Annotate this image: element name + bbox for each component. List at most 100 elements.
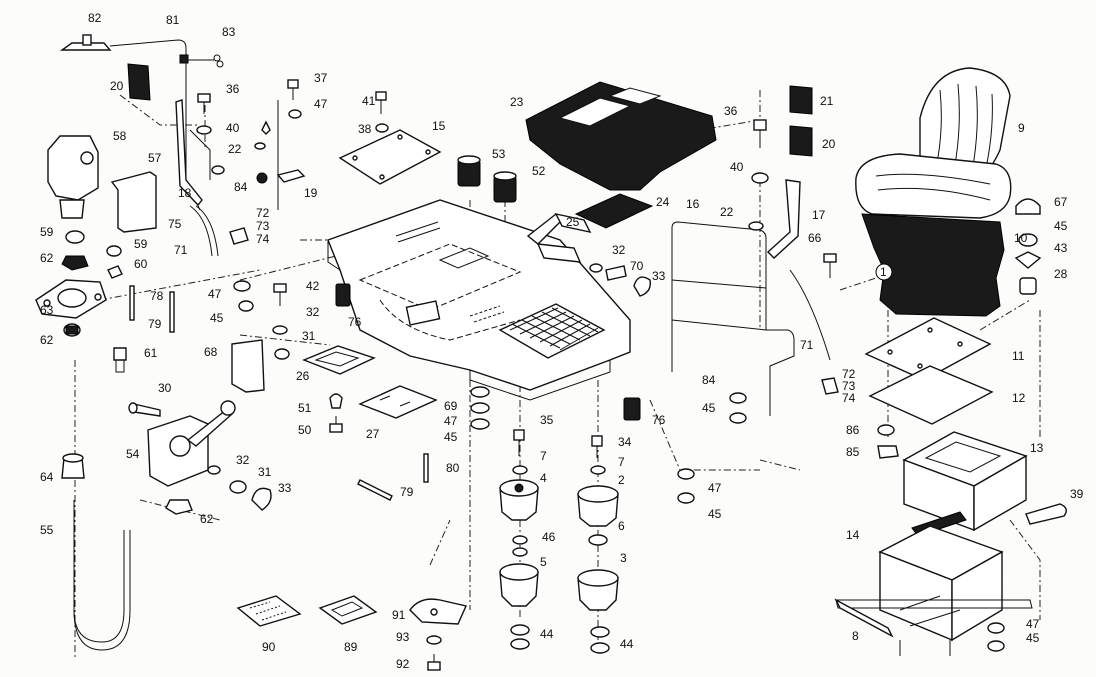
part-label: 40	[226, 121, 240, 135]
suspension-bellows-10: 1	[861, 213, 1005, 317]
part-label: 76	[652, 413, 666, 427]
lever-housing-54	[128, 400, 236, 487]
part-label: 62	[40, 251, 54, 265]
nut-62-lower	[165, 499, 193, 515]
part-label: 35	[540, 413, 554, 427]
part-label: 47	[708, 481, 722, 495]
part-label: 46	[542, 530, 556, 544]
part-label: 84	[234, 180, 248, 194]
part-label: 52	[532, 164, 546, 178]
part-label: 53	[492, 147, 506, 161]
fasteners-93-92	[426, 635, 442, 671]
plate-26	[302, 345, 376, 375]
fasteners-32-31-33	[207, 465, 272, 511]
part-label: 71	[174, 243, 188, 257]
part-label: 7	[618, 455, 625, 469]
part-label: 5	[540, 555, 547, 569]
part-label: 85	[846, 445, 860, 459]
part-label: 55	[40, 523, 54, 537]
part-label: 36	[724, 104, 738, 118]
cover-plate-15	[338, 129, 442, 185]
part-label: 74	[842, 391, 856, 405]
part-label: 7	[540, 449, 547, 463]
grommet-72-74-right	[821, 377, 839, 395]
washers-47-45-bottom	[987, 622, 1005, 652]
fasteners-32-70-33	[589, 263, 651, 297]
decal-20-right	[789, 125, 813, 157]
part-label: 59	[40, 225, 54, 239]
part-label: 26	[296, 369, 310, 383]
part-label: 31	[258, 465, 272, 479]
part-label: 37	[314, 71, 328, 85]
part-label: 73	[842, 379, 856, 393]
decal-21	[789, 85, 813, 115]
part-label: 84	[702, 373, 716, 387]
seat-frame-8	[834, 525, 1033, 656]
part-label: 73	[256, 219, 270, 233]
part-label: 31	[302, 329, 316, 343]
part-label: 82	[88, 11, 102, 25]
part-label: 22	[228, 142, 242, 156]
part-label: 20	[822, 137, 836, 151]
part-label: 89	[344, 640, 358, 654]
part-label: 76	[348, 315, 362, 329]
part-label: 14	[846, 528, 860, 542]
part-label: 57	[148, 151, 162, 165]
bracket-25	[526, 213, 592, 263]
lever-17	[766, 179, 801, 259]
part-label: 45	[1054, 219, 1068, 233]
pins-79-80-lower	[357, 453, 429, 501]
plate-89	[318, 595, 378, 625]
part-label: 50	[298, 423, 312, 437]
part-label: 25	[566, 215, 580, 229]
bracket-57	[110, 171, 157, 233]
seat-box-13	[902, 431, 1028, 532]
part-label: 92	[396, 657, 410, 671]
washers-47-45-42	[233, 280, 290, 360]
mount-stack-2-3	[577, 435, 619, 654]
plate-12	[868, 365, 994, 425]
part-label: 42	[306, 279, 320, 293]
part-label: 81	[166, 13, 180, 27]
part-label: 11	[1012, 349, 1025, 363]
part-label: 32	[612, 243, 626, 257]
part-label: 3	[620, 551, 627, 565]
part-label: 28	[1054, 267, 1068, 281]
part-label: 19	[304, 186, 318, 200]
part-label: 83	[222, 25, 236, 39]
part-label: 33	[278, 481, 292, 495]
cable-75-71	[189, 205, 213, 257]
part-label: 12	[1012, 391, 1026, 405]
part-label: 61	[144, 346, 158, 360]
part-label: 45	[1026, 631, 1040, 645]
part-label: 33	[652, 269, 666, 283]
rod-19	[254, 79, 306, 210]
bracket-91	[409, 598, 467, 625]
part-label: 4	[540, 471, 547, 485]
cable-71-right	[789, 269, 831, 361]
part-label: 72	[256, 206, 270, 220]
handrail-16	[671, 221, 795, 416]
part-label: 8	[852, 629, 859, 643]
pin-39	[1025, 503, 1067, 525]
part-label: 20	[110, 79, 124, 93]
part-label: 93	[396, 630, 410, 644]
plate-11	[864, 317, 992, 381]
cable-75b	[195, 205, 219, 257]
part-label: 79	[148, 317, 162, 331]
decal-20-left	[127, 63, 151, 101]
part-label: 44	[620, 637, 634, 651]
part-label: 68	[204, 345, 218, 359]
part-label: 47	[1026, 617, 1040, 631]
part-label: 67	[1054, 195, 1068, 209]
part-label: 59	[134, 237, 148, 251]
grommet-72-74	[229, 227, 249, 245]
floor-grate	[498, 303, 606, 359]
part-label: 23	[510, 95, 524, 109]
seat-9	[855, 67, 1012, 219]
part-label: 47	[314, 97, 328, 111]
floor-mat-23	[525, 81, 717, 191]
part-label: 24	[656, 195, 670, 209]
bracket-68	[231, 339, 265, 393]
